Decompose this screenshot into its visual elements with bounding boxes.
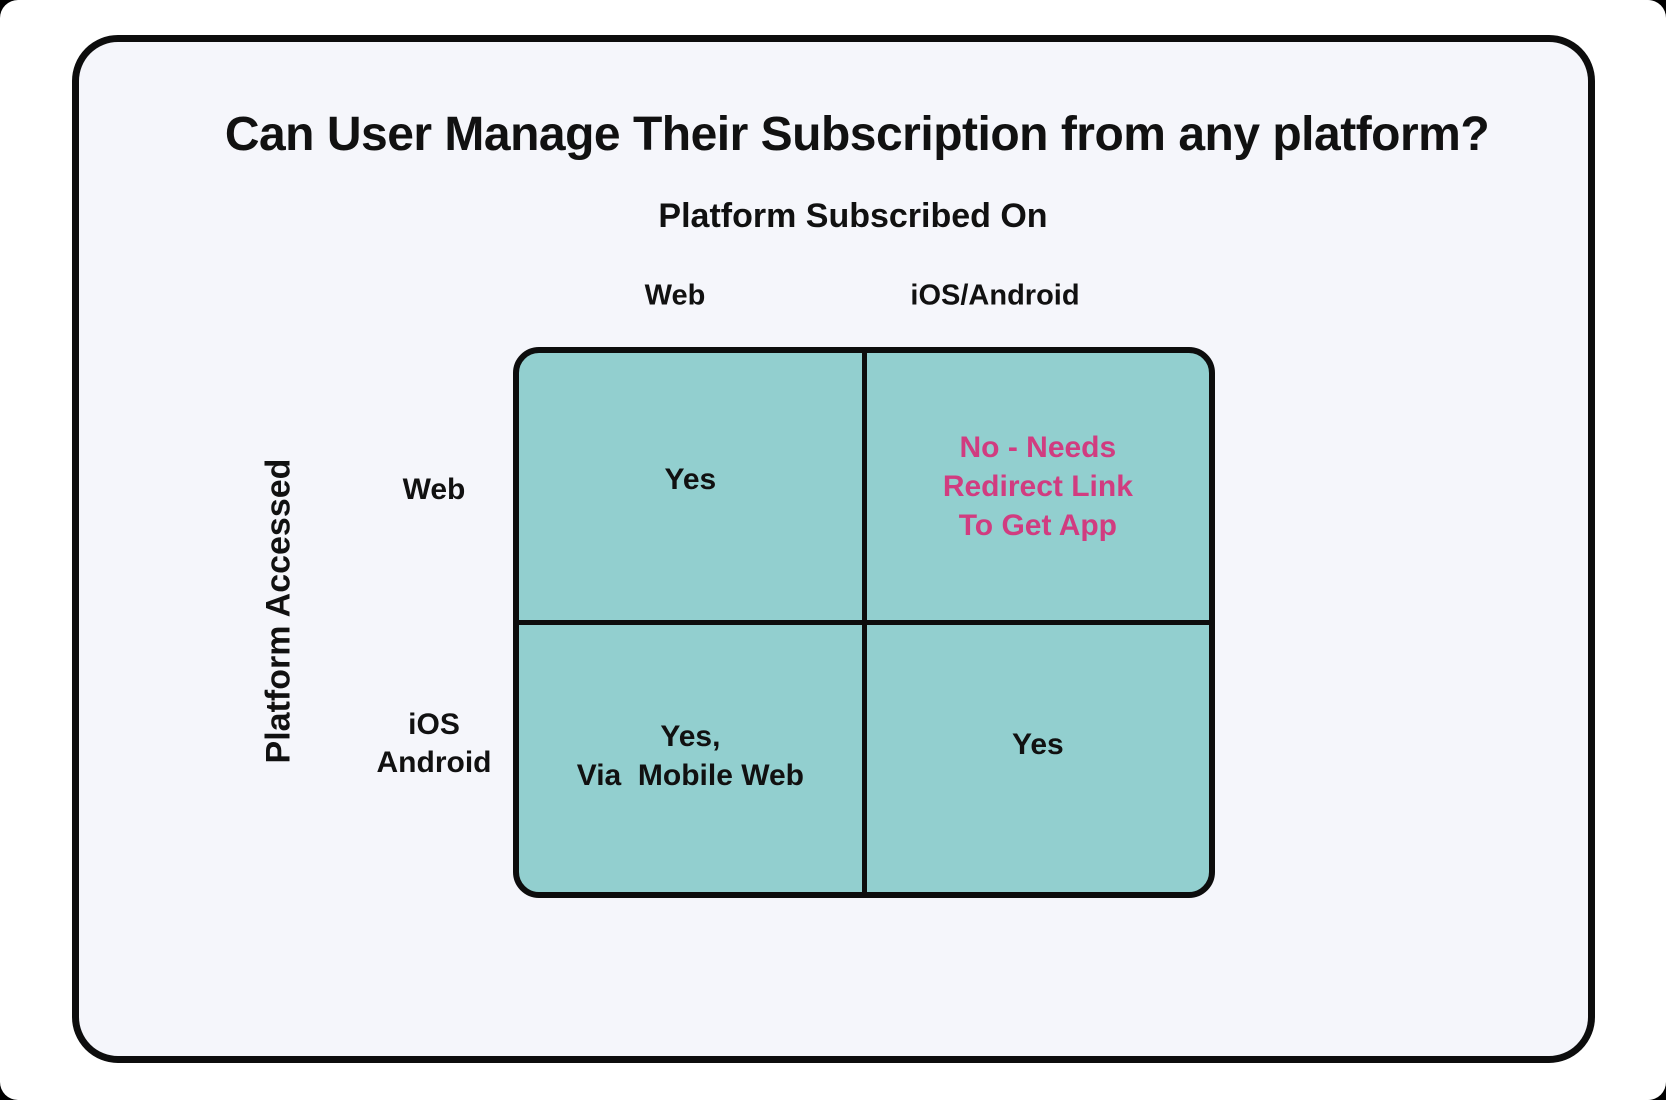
column-label-web: Web — [644, 279, 706, 312]
row-label-web: Web — [402, 472, 466, 506]
column-label-ios-android: iOS/Android — [910, 279, 1080, 312]
matrix-grid: Yes No - Needs Redirect Link To Get App … — [513, 347, 1215, 898]
column-axis-title: Platform Subscribed On — [658, 197, 1048, 235]
row-label-ios-android: iOS Android — [376, 707, 492, 779]
cell-web-web: Yes — [519, 353, 867, 625]
cell-web-ios-android: No - Needs Redirect Link To Get App — [866, 353, 1209, 625]
cell-ios-android-ios-android: Yes — [1012, 727, 1064, 761]
row-axis-title: Platform Accessed — [259, 458, 298, 764]
cell-ios-android-web: Yes, Via Mobile Web — [519, 624, 867, 892]
diagram-title: Can User Manage Their Subscription from … — [224, 108, 1490, 161]
diagram-card: Can User Manage Their Subscription from … — [72, 35, 1595, 1063]
